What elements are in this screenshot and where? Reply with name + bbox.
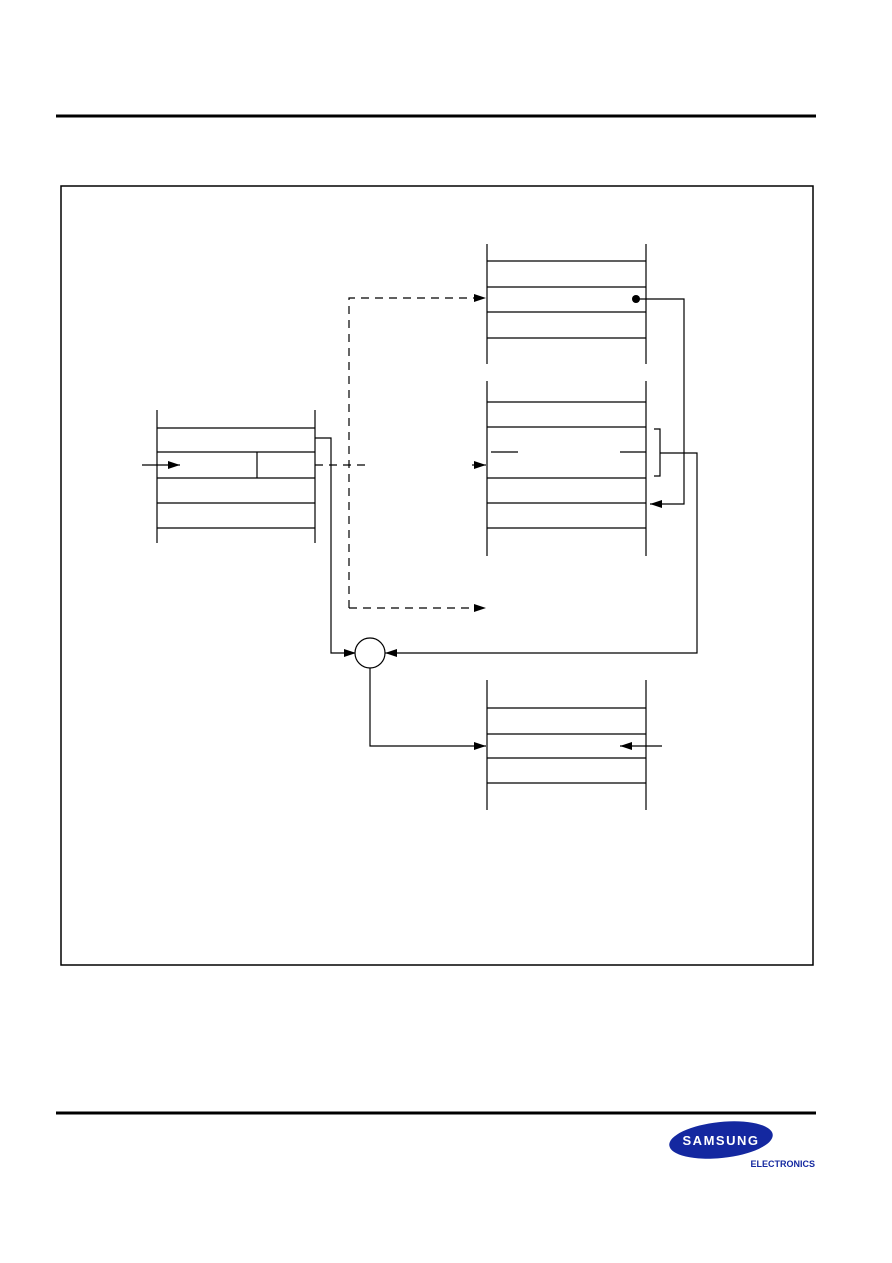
logo-text: SAMSUNG — [683, 1133, 760, 1148]
offset-path — [385, 452, 698, 657]
figure-frame — [60, 185, 814, 966]
logo-ellipse — [669, 1121, 773, 1159]
base-path — [315, 437, 356, 657]
pointer-feedback-path — [636, 298, 685, 508]
bottom-memory-block — [486, 680, 647, 810]
dashed-address-paths — [315, 294, 486, 612]
brand-subtext: ELECTRONICS — [750, 1159, 815, 1169]
adder-circle — [354, 637, 386, 669]
adder-output-path — [369, 668, 486, 750]
left-register-block — [156, 410, 316, 543]
samsung-logo: SAMSUNG — [669, 1121, 773, 1159]
top-memory-block — [486, 244, 647, 364]
middle-memory-block — [486, 381, 661, 556]
